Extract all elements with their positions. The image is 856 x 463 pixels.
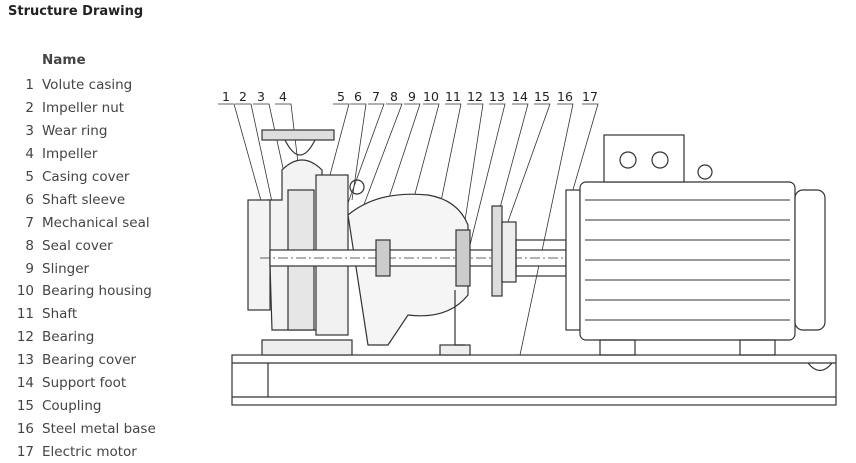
leader-line <box>519 103 574 356</box>
part-number: 1 <box>25 77 34 94</box>
part-number: 13 <box>16 352 34 369</box>
list-item: 15 Coupling <box>0 394 156 417</box>
part-name: Wear ring <box>42 123 108 140</box>
list-item: 9 Slinger <box>0 257 156 280</box>
parts-list: 1 Volute casing 2 Impeller nut 3 Wear ring 4 Im… <box>0 74 156 463</box>
part-number: 2 <box>25 100 34 117</box>
list-item: 7 Mechanical seal <box>0 211 156 234</box>
list-item: 4 Impeller <box>0 143 156 166</box>
part-name: Seal cover <box>42 237 113 254</box>
callout-number: 14 <box>512 89 528 104</box>
callout-number: 13 <box>489 89 505 104</box>
callout-number: 12 <box>467 89 483 104</box>
list-item: 6 Shaft sleeve <box>0 188 156 211</box>
callout-number: 1 <box>222 89 230 104</box>
part-name: Slinger <box>42 260 90 277</box>
bearing-housing <box>347 193 469 346</box>
part-number: 15 <box>16 397 34 414</box>
part-number: 12 <box>16 329 34 346</box>
leader-line <box>350 103 367 201</box>
callout-number: 15 <box>534 89 550 104</box>
list-item: 13 Bearing cover <box>0 349 156 372</box>
leader-line <box>329 103 350 176</box>
leader-line <box>469 103 506 246</box>
part-name: Volute casing <box>42 77 133 94</box>
part-name: Shaft <box>42 306 78 323</box>
callout-number: 3 <box>257 89 265 104</box>
leader-line <box>461 103 484 241</box>
callout-number: 11 <box>445 89 461 104</box>
list-item: 17 Electric motor <box>0 440 156 463</box>
leader-line <box>569 103 599 201</box>
page-title: Structure Drawing <box>8 4 144 19</box>
coupling <box>491 205 503 297</box>
part-name: Impeller <box>42 146 98 163</box>
list-item: 16 Steel metal base <box>0 417 156 440</box>
list-item: 8 Seal cover <box>0 234 156 257</box>
part-name: Mechanical seal <box>42 214 150 231</box>
part-name: Coupling <box>42 397 102 414</box>
leader-line <box>493 103 529 231</box>
list-item: 10 Bearing housing <box>0 280 156 303</box>
part-name: Bearing <box>42 329 95 346</box>
list-item: 12 Bearing <box>0 326 156 349</box>
callout-number: 5 <box>337 89 345 104</box>
callout-number: 16 <box>557 89 573 104</box>
part-number: 17 <box>16 443 34 460</box>
list-item: 11 Shaft <box>0 303 156 326</box>
part-number: 4 <box>25 146 34 163</box>
part-number: 14 <box>16 375 34 392</box>
list-item: 5 Casing cover <box>0 166 156 189</box>
part-name: Casing cover <box>42 169 130 185</box>
part-number: 9 <box>25 260 34 277</box>
callout-number: 6 <box>354 89 362 104</box>
callout-number: 2 <box>239 89 247 104</box>
part-number: 10 <box>16 283 34 300</box>
part-number: 7 <box>25 214 34 231</box>
part-number: 5 <box>25 169 34 185</box>
part-name: Steel metal base <box>42 420 156 437</box>
part-number: 11 <box>16 306 34 323</box>
list-item: 1 Volute casing <box>0 74 156 97</box>
leader-line <box>374 103 421 241</box>
callout-number: 8 <box>390 89 398 104</box>
callout-number: 9 <box>408 89 416 104</box>
list-item: 14 Support foot <box>0 372 156 395</box>
part-name: Support foot <box>42 375 127 392</box>
leader-line <box>218 103 266 216</box>
electric-motor <box>565 134 826 356</box>
list-item: 2 Impeller nut <box>0 97 156 120</box>
leader-line <box>339 103 385 226</box>
list-item: 3 Wear ring <box>0 120 156 143</box>
leader-line <box>253 103 291 201</box>
part-number: 3 <box>25 123 34 140</box>
part-number: 8 <box>25 237 34 254</box>
leader-line <box>359 103 403 216</box>
part-number: 16 <box>16 420 34 437</box>
part-name: Bearing housing <box>42 283 152 300</box>
part-name: Shaft sleeve <box>42 191 126 208</box>
part-number: 6 <box>25 191 34 208</box>
callout-number: 4 <box>279 89 287 104</box>
callout-number: 17 <box>582 89 598 104</box>
list-header: Name <box>42 52 86 68</box>
callout-number: 10 <box>423 89 439 104</box>
part-name: Electric motor <box>42 443 137 460</box>
steel-base <box>231 354 837 406</box>
callout-number: 7 <box>372 89 380 104</box>
part-name: Bearing cover <box>42 352 137 369</box>
leader-line <box>504 103 551 231</box>
leader-line <box>235 103 279 231</box>
part-name: Impeller nut <box>42 100 125 117</box>
